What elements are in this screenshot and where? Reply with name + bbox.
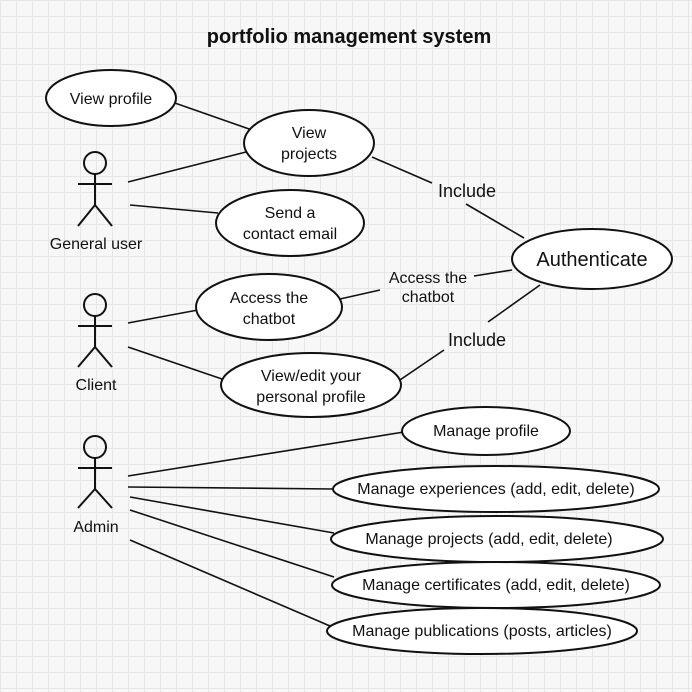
line-chatbot-label [339, 289, 381, 300]
actor-client [77, 293, 113, 368]
access-chatbot-relation-line2: chatbot [402, 289, 455, 306]
use-case-label-line1: Access the [230, 290, 308, 307]
use-case-label-line1: Send a [265, 205, 316, 222]
line-client-chatbot [127, 309, 199, 324]
use-case-manage-projects: Manage projects (add, edit, delete) [330, 515, 664, 563]
line-viewprojects-include [371, 156, 433, 184]
actor-label-general-user: General user [50, 236, 143, 253]
use-case-manage-profile: Manage profile [401, 406, 571, 456]
use-case-view-edit-profile: View/edit your personal profile [220, 352, 402, 418]
use-case-label: View profile [70, 91, 153, 108]
line-viewprofile-viewprojects [171, 101, 253, 131]
line-generaluser-sendemail [129, 204, 219, 214]
line-generaluser-viewprojects [127, 151, 247, 183]
line-admin-manageprofile [127, 431, 405, 477]
line-viewedit-include [393, 349, 445, 385]
line-include-authenticate [465, 203, 525, 239]
diagram-title: portfolio management system [207, 26, 492, 48]
use-case-manage-publications: Manage publications (posts, articles) [326, 607, 638, 655]
line-admin-publications [129, 539, 331, 627]
use-case-send-contact-email: Send a contact email [215, 189, 365, 257]
line-admin-certificates [129, 509, 335, 578]
include-label-bottom: Include [448, 330, 506, 350]
line-include-authenticate-2 [487, 284, 541, 323]
use-case-label-line2: chatbot [243, 311, 296, 328]
line-admin-experiences [127, 486, 335, 490]
use-case-label-line1: View [292, 125, 327, 142]
use-case-view-profile: View profile [45, 69, 177, 127]
connectors [127, 101, 541, 627]
include-label-top: Include [438, 181, 496, 201]
use-case-manage-certificates: Manage certificates (add, edit, delete) [331, 561, 661, 609]
use-case-label-line2: contact email [243, 226, 337, 243]
use-case-label: Authenticate [536, 249, 647, 271]
use-case-authenticate: Authenticate [511, 228, 673, 290]
actor-label-client: Client [76, 377, 117, 394]
use-case-label: Manage certificates (add, edit, delete) [362, 577, 630, 594]
use-case-access-chatbot: Access the chatbot [195, 273, 343, 341]
use-case-label-line2: projects [281, 146, 337, 163]
actor-label-admin: Admin [73, 519, 118, 536]
use-case-label-line2: personal profile [256, 389, 366, 406]
use-case-label: Manage profile [433, 423, 539, 440]
access-chatbot-relation-line1: Access the [389, 270, 467, 287]
line-label-authenticate [473, 269, 513, 277]
line-client-viewedit [127, 346, 223, 380]
use-case-label: Manage publications (posts, articles) [352, 623, 612, 640]
line-admin-projects [129, 496, 335, 534]
actor-admin [77, 435, 113, 509]
use-case-view-projects: View projects [243, 109, 375, 177]
actor-general-user [77, 151, 113, 227]
use-case-label: Manage projects (add, edit, delete) [365, 531, 612, 548]
use-case-label: Manage experiences (add, edit, delete) [357, 481, 635, 498]
use-case-label-line1: View/edit your [261, 368, 362, 385]
use-case-manage-experiences: Manage experiences (add, edit, delete) [332, 465, 660, 513]
